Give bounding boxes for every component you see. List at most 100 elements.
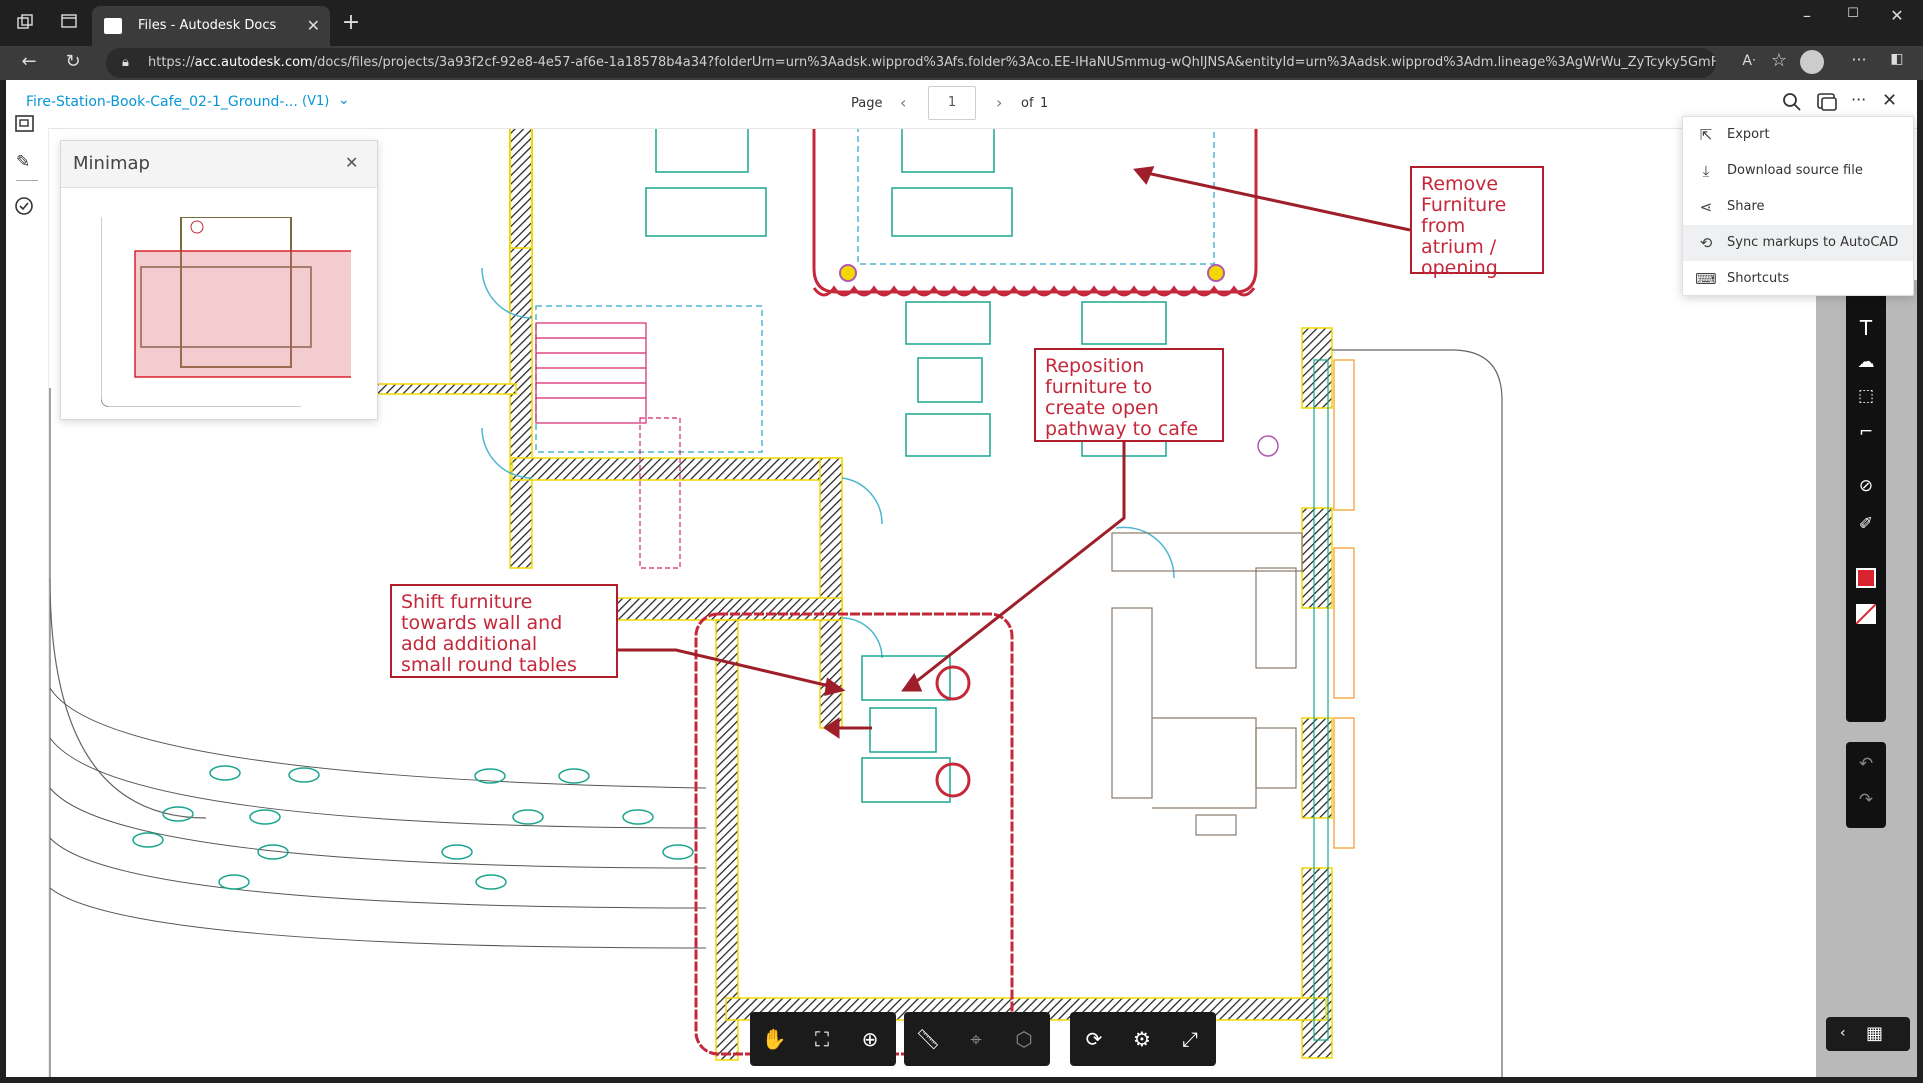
layout-switcher[interactable]: ‹ ▦ bbox=[1826, 1017, 1910, 1051]
cloud-tool-icon[interactable]: ☁ bbox=[1857, 352, 1875, 372]
pencil-markup-icon[interactable]: ✎ bbox=[16, 152, 31, 172]
check-circle-icon[interactable] bbox=[14, 196, 34, 216]
fill-color-icon[interactable] bbox=[1855, 603, 1877, 625]
note-line: create open bbox=[1045, 397, 1159, 419]
view-settings-group: ⟳ ⚙ ⤢ bbox=[1070, 1012, 1216, 1066]
page-label: Page bbox=[851, 96, 883, 111]
menu-item-share[interactable]: ⋖ Share bbox=[1683, 189, 1913, 225]
stairs bbox=[535, 322, 681, 569]
search-icon[interactable] bbox=[1782, 92, 1802, 112]
viewer: Remove Furniture from atrium / opening R… bbox=[6, 80, 1917, 1077]
markup-toolbar: T ☁ ⬚ ⌐ ⊘ ✐ bbox=[1846, 286, 1886, 722]
note-line: opening bbox=[1421, 257, 1498, 279]
close-tab-icon[interactable]: ✕ bbox=[306, 16, 320, 35]
document-name[interactable]: Fire-Station-Book-Cafe_02-1_Ground-... bbox=[26, 94, 298, 110]
chevron-left-icon[interactable]: ‹ bbox=[1840, 1025, 1846, 1041]
url-path: /docs/files/projects/3a93f2cf-92e8-4e57-… bbox=[312, 55, 1716, 70]
amphitheater-steps bbox=[49, 687, 707, 949]
3d-box-icon[interactable]: ⬡ bbox=[1015, 1027, 1033, 1051]
note-line: pathway to cafe bbox=[1045, 418, 1199, 440]
redo-icon[interactable]: ↷ bbox=[1858, 790, 1874, 810]
polyline-tool-icon[interactable]: ⌐ bbox=[1858, 422, 1874, 442]
markup-note-reposition-furniture[interactable]: Reposition furniture to create open path… bbox=[1034, 348, 1224, 442]
lock-icon: 🔒︎ bbox=[122, 55, 129, 70]
note-line: Reposition bbox=[1045, 355, 1145, 377]
issue-tool-icon[interactable]: ⊘ bbox=[1858, 476, 1874, 496]
note-line: Furniture bbox=[1421, 194, 1507, 216]
rail-divider bbox=[16, 180, 38, 181]
export-icon: ⇱ bbox=[1699, 126, 1713, 144]
rotate-view-icon[interactable]: ⟳ bbox=[1085, 1027, 1103, 1051]
menu-item-sync-markups[interactable]: ⟲ Sync markups to AutoCAD bbox=[1683, 225, 1913, 261]
walls bbox=[155, 128, 1333, 1061]
navigation-tools-group: ✋ ⛶ ⊕ bbox=[750, 1012, 896, 1066]
building-outline bbox=[49, 349, 1503, 1077]
minimap-thumbnail[interactable] bbox=[101, 217, 351, 407]
page-of-label: of bbox=[1021, 96, 1034, 111]
settings-more-icon[interactable]: ··· bbox=[1851, 50, 1867, 69]
location-pin-icon[interactable]: ⌖ bbox=[970, 1027, 982, 1051]
read-aloud-icon[interactable]: Aᐧ bbox=[1742, 53, 1756, 69]
fit-to-view-icon[interactable]: ⛶ bbox=[815, 1027, 829, 1051]
gear-icon[interactable]: ⚙ bbox=[1133, 1027, 1151, 1051]
refresh-icon[interactable]: ↻ bbox=[65, 51, 81, 72]
note-line: atrium / bbox=[1421, 236, 1497, 258]
page-number-input[interactable]: 1 bbox=[928, 86, 976, 120]
note-line: add additional bbox=[401, 633, 538, 655]
new-tab-icon[interactable]: + bbox=[341, 10, 361, 35]
browser-tab[interactable]: Files - Autodesk Docs ✕ bbox=[92, 6, 330, 46]
menu-item-label: Export bbox=[1727, 127, 1770, 142]
minimap-header bbox=[61, 141, 377, 188]
zoom-window-icon[interactable]: ⊕ bbox=[861, 1027, 879, 1051]
profile-avatar[interactable] bbox=[1800, 50, 1824, 74]
minimize-icon[interactable]: – bbox=[1803, 6, 1811, 25]
menu-item-label: Sync markups to AutoCAD bbox=[1727, 235, 1899, 250]
more-options-icon[interactable]: ··· bbox=[1851, 90, 1867, 109]
cloud-markup-cafe bbox=[694, 612, 1014, 1056]
measure-tools-group: 📏︎ ⌖ ⬡ bbox=[904, 1012, 1050, 1066]
url-prefix: https:// bbox=[148, 55, 195, 70]
url-domain: acc.autodesk.com bbox=[194, 55, 313, 70]
close-viewer-icon[interactable]: ✕ bbox=[1882, 90, 1898, 111]
fullscreen-icon[interactable]: ⤢ bbox=[1182, 1027, 1198, 1051]
cloud-markup-atrium bbox=[812, 128, 1258, 297]
workspaces-icon[interactable] bbox=[14, 13, 36, 35]
note-line: towards wall and bbox=[401, 612, 563, 634]
drawing-canvas[interactable] bbox=[6, 128, 1917, 1077]
measure-tool-icon[interactable]: ✐ bbox=[1858, 514, 1874, 534]
menu-item-download-source[interactable]: ⤓ Download source file bbox=[1683, 153, 1913, 189]
minimap-panel[interactable]: Minimap ✕ bbox=[60, 140, 378, 420]
next-page-icon[interactable]: › bbox=[996, 93, 1003, 112]
prev-page-icon[interactable]: ‹ bbox=[900, 93, 907, 112]
menu-item-shortcuts[interactable]: ⌨ Shortcuts bbox=[1683, 261, 1913, 297]
minimap-title: Minimap bbox=[73, 153, 150, 174]
menu-item-export[interactable]: ⇱ Export bbox=[1683, 117, 1913, 153]
pan-hand-icon[interactable]: ✋ bbox=[761, 1027, 787, 1051]
sidebar-toggle-icon[interactable]: ◧ bbox=[1890, 51, 1904, 67]
close-minimap-icon[interactable]: ✕ bbox=[345, 153, 359, 172]
menu-item-label: Share bbox=[1727, 199, 1765, 214]
minimap-viewport[interactable] bbox=[134, 250, 351, 378]
markup-note-remove-furniture[interactable]: Remove Furniture from atrium / opening bbox=[1410, 166, 1544, 279]
chevron-down-icon[interactable]: ⌄ bbox=[338, 92, 350, 108]
url-field[interactable]: 🔒︎ https://acc.autodesk.com/docs/files/p… bbox=[106, 48, 1716, 78]
markup-mode-icon[interactable] bbox=[1816, 92, 1838, 112]
minimap-toggle-icon[interactable] bbox=[14, 114, 36, 134]
page-total: 1 bbox=[1040, 96, 1049, 111]
note-line: Shift furniture bbox=[401, 591, 533, 613]
tab-actions-icon[interactable] bbox=[58, 13, 80, 33]
callout-tool-icon[interactable]: ⬚ bbox=[1857, 386, 1875, 406]
text-tool-icon[interactable]: T bbox=[1859, 316, 1873, 340]
undo-icon[interactable]: ↶ bbox=[1858, 754, 1874, 774]
version-label[interactable]: (V1) bbox=[302, 94, 330, 109]
grid-icon[interactable]: ▦ bbox=[1866, 1023, 1884, 1044]
note-line: small round tables bbox=[401, 654, 577, 676]
stroke-color-icon[interactable] bbox=[1856, 568, 1876, 588]
close-window-icon[interactable]: ✕ bbox=[1890, 6, 1904, 25]
ruler-icon[interactable]: 📏︎ bbox=[915, 1027, 941, 1051]
favorite-star-icon[interactable]: ☆ bbox=[1770, 50, 1788, 71]
markup-note-shift-furniture[interactable]: Shift furniture towards wall and add add… bbox=[390, 584, 618, 678]
back-icon[interactable]: ← bbox=[21, 51, 37, 72]
keyboard-icon: ⌨ bbox=[1695, 270, 1717, 288]
maximize-icon[interactable]: ☐ bbox=[1847, 6, 1859, 21]
